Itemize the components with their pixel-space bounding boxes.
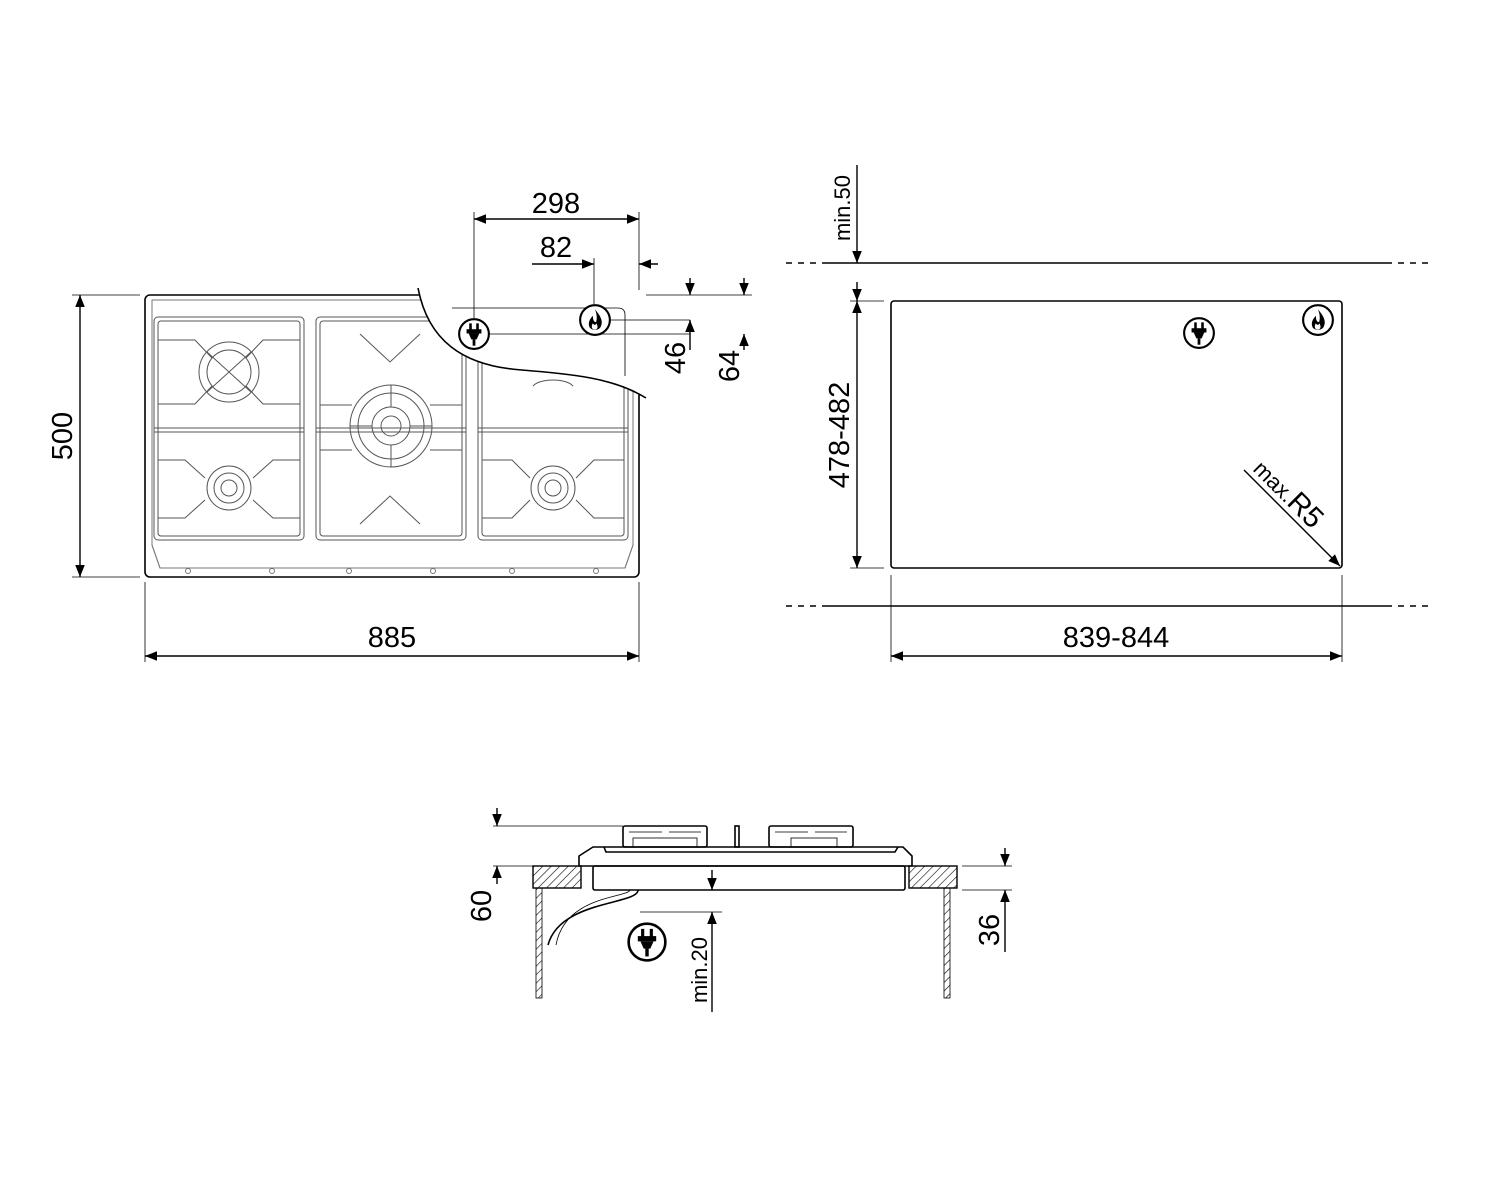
cutout-rectangle xyxy=(890,300,1343,569)
plug-depth-label: 46 xyxy=(660,342,692,374)
cabinet-side-left xyxy=(535,887,543,999)
hob-width-label: 885 xyxy=(368,622,416,654)
cabinet-side-right xyxy=(943,887,951,999)
gas-offset-label: 82 xyxy=(540,232,572,264)
worktop-thickness-label: 36 xyxy=(974,914,1006,946)
pan-support-right xyxy=(768,825,854,848)
side-section-view: 60 min.20 36 xyxy=(466,808,1012,1012)
cutout-depth-label: 478-482 xyxy=(824,382,856,488)
gas-flame-icon xyxy=(1302,304,1334,336)
pan-support-left xyxy=(622,825,708,848)
burners xyxy=(198,341,576,511)
wall-clearance-label: min.50 xyxy=(830,175,855,241)
control-knob-holes xyxy=(185,568,599,574)
hob-body xyxy=(592,865,906,891)
worktop-left xyxy=(532,865,582,889)
worktop-right xyxy=(908,865,958,889)
hob-height-label: 60 xyxy=(466,890,498,922)
top-view-dimensions: 885 500 298 82 46 64 xyxy=(47,188,752,662)
hob-top-view xyxy=(144,287,690,578)
min-clearance-label: min.20 xyxy=(687,937,712,1003)
cutout-view: min.50 478-482 839-844 max.R5 xyxy=(786,165,1434,662)
hob-top-plate xyxy=(578,846,913,867)
plug-icon xyxy=(1183,317,1215,349)
plug-icon xyxy=(627,922,667,962)
gas-depth-label: 64 xyxy=(714,350,746,382)
gas-flame-icon xyxy=(579,304,611,336)
hob-depth-label: 500 xyxy=(47,412,79,460)
cutaway-line xyxy=(417,287,647,399)
power-cable xyxy=(547,889,639,946)
hob-outline xyxy=(144,294,640,578)
plug-offset-label: 298 xyxy=(532,188,580,220)
corner-radius-label: max.R5 xyxy=(1247,452,1330,535)
plug-icon xyxy=(458,318,490,350)
cutout-width-label: 839-844 xyxy=(1063,622,1169,654)
